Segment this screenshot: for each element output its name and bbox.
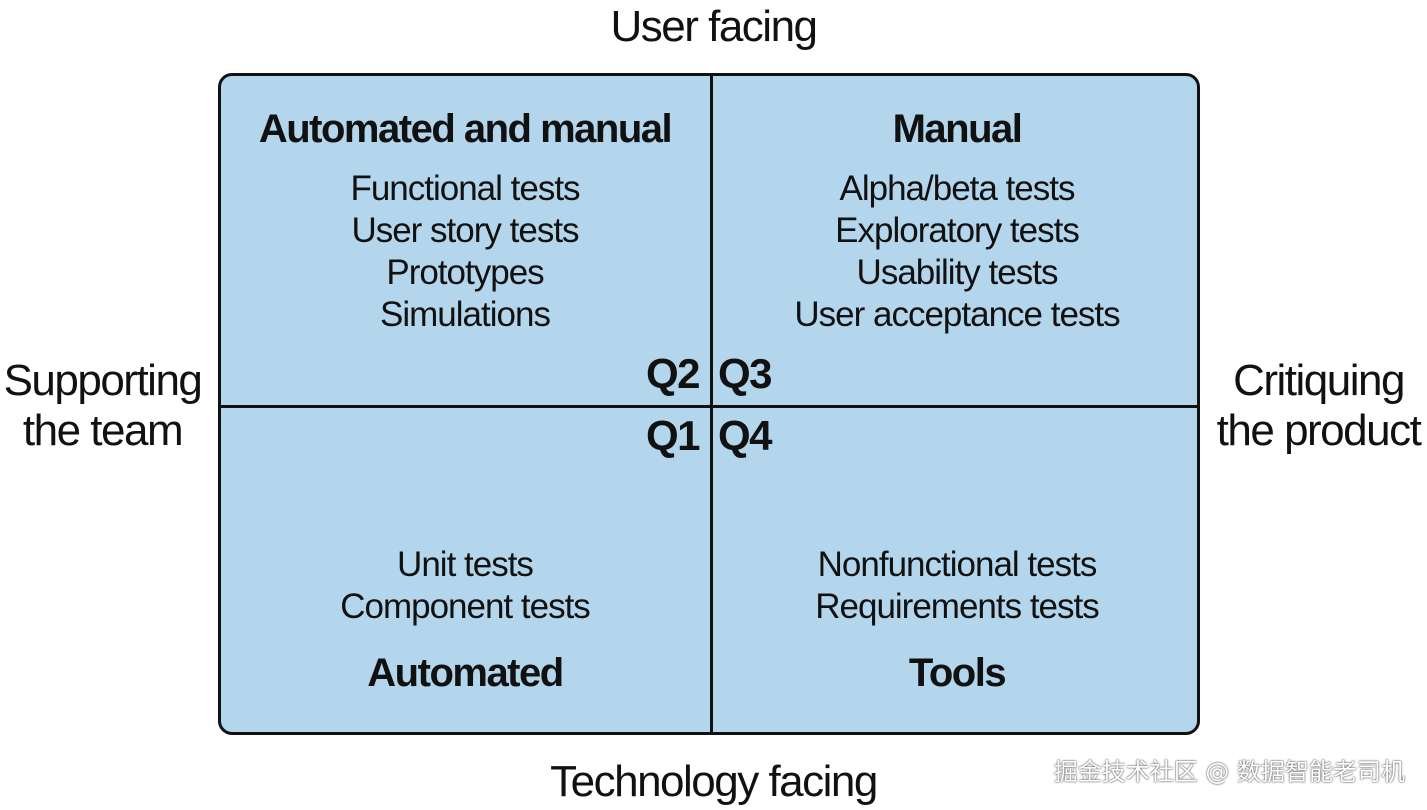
quadrant-q1: Unit tests Component tests Automated — [221, 544, 709, 696]
quadrant-item: Alpha/beta tests — [839, 169, 1076, 208]
axis-label-line: the team — [22, 406, 184, 455]
vertical-divider — [710, 76, 713, 732]
quadrant-q3: Manual Alpha/beta tests Exploratory test… — [713, 106, 1197, 336]
quadrant-heading: Manual — [892, 107, 1023, 151]
quadrant-item: Nonfunctional tests — [817, 545, 1098, 584]
quadrant-item: Simulations — [380, 295, 551, 334]
quadrant-tag-q4: Q4 — [718, 412, 773, 459]
quadrant-tag-q2: Q2 — [645, 350, 701, 397]
quadrant-tag-q3: Q3 — [718, 350, 773, 397]
quadrant-q4: Nonfunctional tests Requirements tests T… — [713, 544, 1197, 696]
quadrant-q2: Automated and manual Functional tests Us… — [221, 106, 709, 336]
quadrant-item: Exploratory tests — [835, 211, 1080, 250]
axis-label-line: the product — [1216, 406, 1422, 455]
quadrant-item-list: Alpha/beta tests Exploratory tests Usabi… — [713, 168, 1197, 336]
quadrant-item: Prototypes — [386, 253, 544, 292]
quadrant-tag-q1: Q1 — [645, 412, 701, 459]
quadrant-item-list: Unit tests Component tests — [221, 544, 709, 628]
quadrant-item: Unit tests — [397, 545, 534, 584]
quadrant-heading: Automated — [367, 651, 564, 695]
horizontal-divider — [221, 405, 1197, 408]
quadrant-grid: Automated and manual Functional tests Us… — [218, 73, 1200, 735]
quadrant-item-list: Nonfunctional tests Requirements tests — [713, 544, 1197, 628]
quadrant-heading: Automated and manual — [258, 107, 673, 151]
axis-label-critiquing-the-product: Critiquing the product — [1210, 356, 1427, 456]
quadrant-item-list: Functional tests User story tests Protot… — [221, 168, 709, 336]
quadrant-heading: Tools — [908, 651, 1007, 695]
quadrant-item: Requirements tests — [815, 587, 1100, 626]
axis-label-supporting-the-team: Supporting the team — [0, 356, 205, 456]
watermark: 掘金技术社区 @ 数据智能老司机 — [1053, 758, 1405, 786]
quadrant-item: Functional tests — [350, 169, 580, 208]
quadrant-item: User acceptance tests — [794, 295, 1120, 334]
quadrant-item: Usability tests — [856, 253, 1059, 292]
axis-label-line: Supporting — [3, 356, 203, 405]
quadrant-item: User story tests — [351, 211, 579, 250]
axis-label-line: Critiquing — [1233, 356, 1405, 405]
axis-label-technology-facing: Technology facing — [550, 757, 878, 806]
axis-label-user-facing: User facing — [610, 2, 818, 51]
quadrant-item: Component tests — [340, 587, 591, 626]
